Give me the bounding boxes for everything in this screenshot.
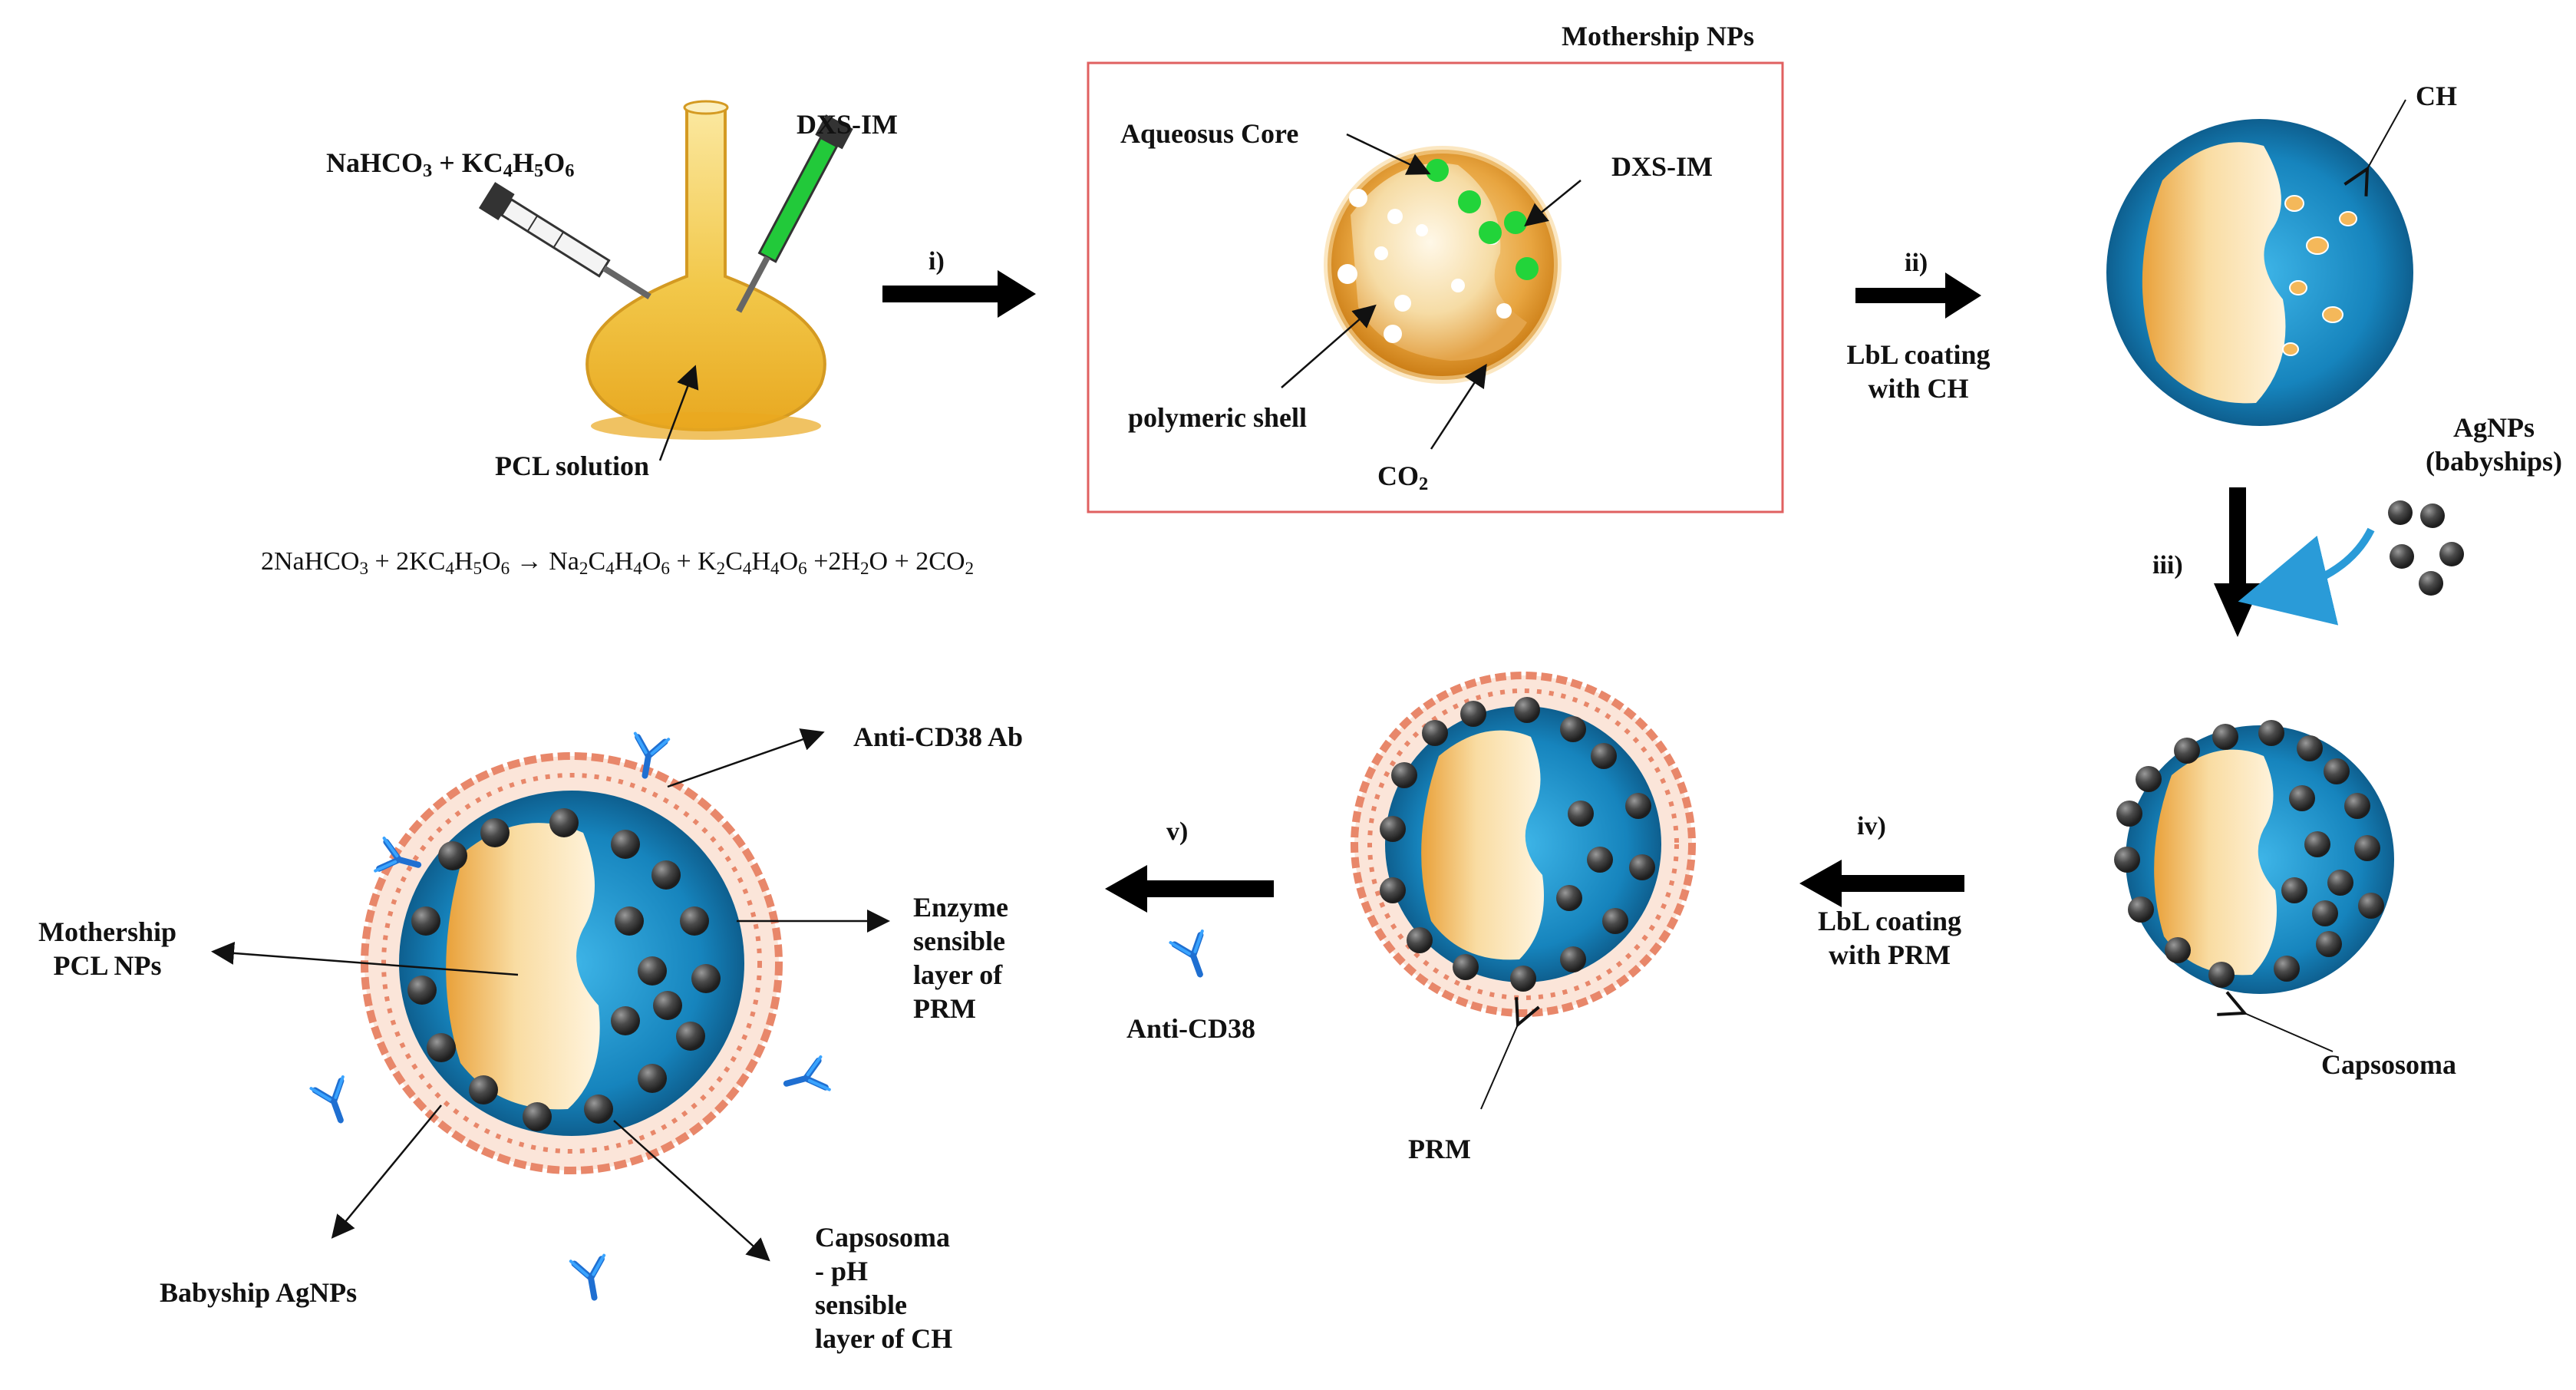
co2-label: CO2: [1377, 461, 1429, 495]
pointer-arrow: [211, 941, 519, 976]
step-v-label: v): [1166, 817, 1189, 846]
pointer-arrow: [1430, 363, 1487, 450]
pointer-arrow: [1524, 180, 1582, 227]
mothership-box: [1087, 61, 1784, 513]
drug-dots: [1426, 159, 1539, 280]
syringe-icon: [736, 114, 853, 313]
arrow-icon: [882, 270, 1036, 318]
ch-label: CH: [2416, 81, 2457, 111]
polymeric-shell-label: polymeric shell: [1128, 402, 1307, 433]
step-ii-label: ii): [1905, 249, 1928, 277]
pointer-arrow: [1480, 1025, 1518, 1110]
anti-cd38-label: Anti-CD38: [1126, 1013, 1255, 1044]
box-drug-label: DXS-IM: [1611, 151, 1713, 182]
curved-arrow: [2238, 527, 2375, 626]
step-iii-label: iii): [2152, 551, 2183, 579]
nanoparticle-icon: [2388, 500, 2464, 596]
pcl-solution-label: PCL solution: [495, 451, 650, 481]
aqueous-core-label: Aqueosus Core: [1120, 118, 1299, 149]
anti-cd38-ab-label: Anti-CD38 Ab: [853, 721, 1024, 752]
step-iv-label: iv): [1857, 812, 1886, 840]
capsosoma-particle: [2114, 720, 2394, 994]
mothership-title: Mothership NPs: [1562, 21, 1754, 51]
prm-label: PRM: [1408, 1134, 1471, 1164]
arrow-icon: [2214, 487, 2261, 637]
mothership-particle: [1324, 146, 1562, 384]
arrow-icon: [1855, 272, 1981, 319]
ch-particle: [2106, 119, 2413, 426]
pointer-arrow: [667, 728, 825, 788]
pointer-arrow: [331, 1104, 442, 1239]
pointer-arrow: [658, 365, 699, 461]
reagents-label: NaHCO3 + KC4H5O6: [326, 147, 575, 182]
flask-drug-label: DXS-IM: [797, 109, 898, 140]
flask-icon: [585, 100, 826, 440]
antibody-icon: [1170, 931, 1215, 980]
pointer-arrow: [1346, 133, 1431, 175]
pointer-arrow: [613, 1120, 770, 1262]
babyship-agnps-label: Babyship AgNPs: [160, 1277, 358, 1308]
syringe-icon: [478, 182, 651, 299]
reaction-equation: 2NaHCO3 + 2KC4H5O6 → Na2C4H4O6 + K2C4H4O…: [261, 547, 975, 579]
step-i-label: i): [928, 247, 945, 276]
pointer-arrow: [2245, 1013, 2334, 1052]
arrow-icon: [1105, 865, 1274, 913]
capsosoma-label: Capsosoma: [2321, 1049, 2457, 1080]
agnps-label: AgNPs(babyships): [2425, 412, 2563, 477]
prm-particle: [1351, 672, 1696, 1017]
final-particle: [361, 752, 783, 1174]
arrow-icon: [1799, 860, 1964, 907]
pointer-arrow: [1281, 304, 1377, 388]
pointer-arrow: [2367, 99, 2406, 169]
